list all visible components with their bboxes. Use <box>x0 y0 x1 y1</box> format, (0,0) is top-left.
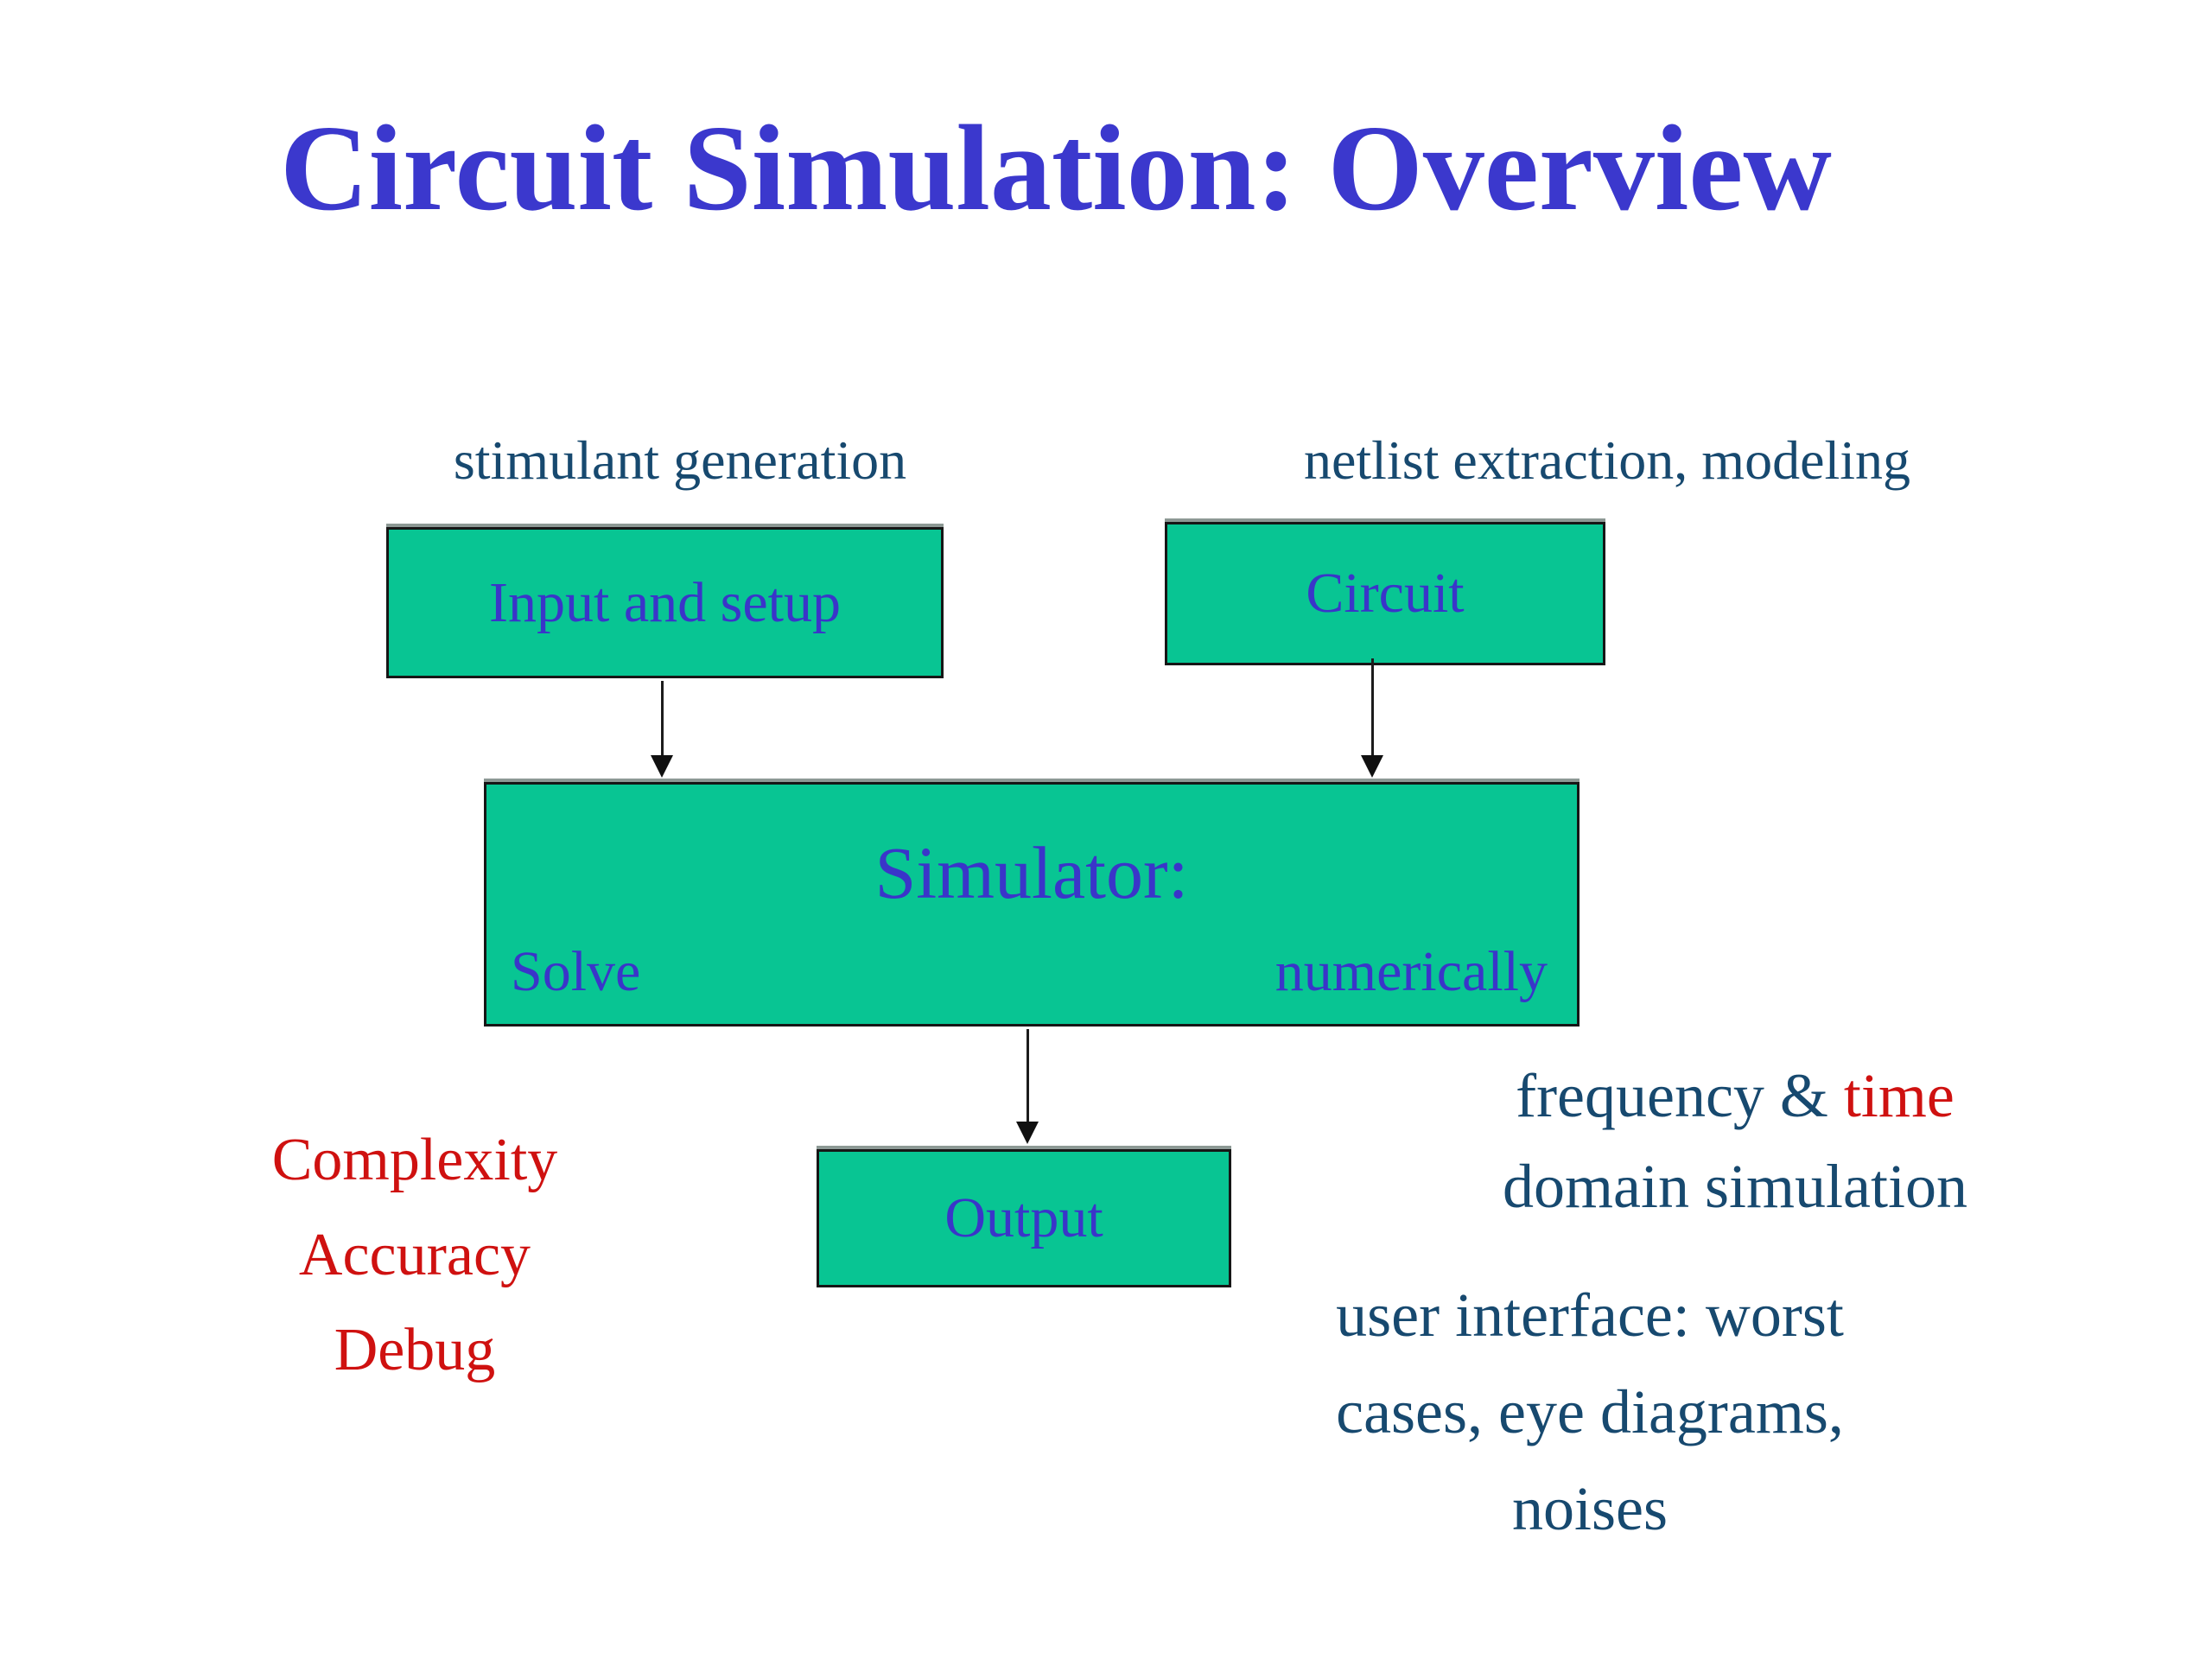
note-line-complexity: Complexity <box>271 1127 558 1193</box>
node-input-and-setup: Input and setup <box>386 527 944 678</box>
note-ui-line2: cases, eye diagrams, <box>1336 1377 1844 1446</box>
arrow-line <box>1371 658 1374 755</box>
label-stimulant-generation: stimulant generation <box>453 429 907 491</box>
arrow-line <box>661 681 664 755</box>
arrow-head-icon <box>1361 755 1383 778</box>
note-user-interface: user interface: worst cases, eye diagram… <box>1277 1267 1903 1557</box>
arrow-head-icon <box>1016 1122 1039 1144</box>
simulator-solve-label: Solve <box>511 940 641 1003</box>
node-input-label: Input and setup <box>489 570 841 634</box>
note-ui-line3: noises <box>1512 1474 1668 1543</box>
node-simulator: Simulator: Solve numerically <box>484 782 1580 1027</box>
node-circuit: Circuit <box>1165 522 1605 665</box>
note-frequency-time-domain: frequency & time domain simulation <box>1426 1051 2044 1232</box>
node-output-label: Output <box>944 1186 1103 1249</box>
simulator-title: Simulator: <box>874 831 1189 914</box>
note-line-debug: Debug <box>334 1317 496 1383</box>
node-output: Output <box>817 1149 1231 1287</box>
note-complexity-accuracy-debug: Complexity Accuracy Debug <box>199 1113 631 1398</box>
node-circuit-label: Circuit <box>1306 562 1465 625</box>
note-freq-line2: domain simulation <box>1503 1152 1967 1221</box>
note-ui-line1: user interface: worst <box>1336 1281 1844 1350</box>
note-freq-time-red-text: time <box>1843 1061 1955 1130</box>
simulator-numerically-label: numerically <box>1274 940 1548 1003</box>
note-freq-line1: frequency & time <box>1426 1051 2044 1141</box>
note-line-accuracy: Accuracy <box>298 1222 531 1288</box>
page-title: Circuit Simulation: Overview <box>280 99 1832 236</box>
label-netlist-extraction: netlist extraction, modeling <box>1303 429 1911 491</box>
note-freq-navy-text: frequency & <box>1516 1061 1844 1130</box>
arrow-line <box>1027 1029 1029 1122</box>
arrow-head-icon <box>651 755 673 778</box>
